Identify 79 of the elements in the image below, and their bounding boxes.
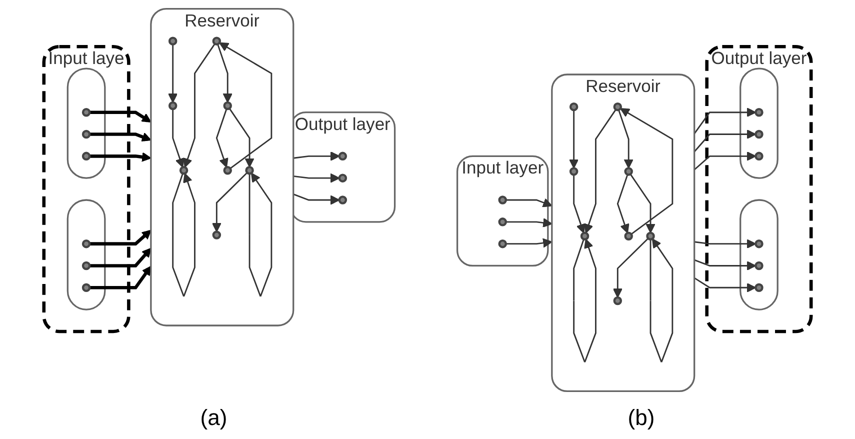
node-circle [754,283,764,292]
node-circle [624,167,633,176]
arrow [694,277,756,292]
arrow [90,152,152,162]
node-circle [754,239,764,248]
node-circle [245,166,254,175]
node-circle [624,232,633,240]
arrow [219,42,272,169]
node-circle [754,130,764,139]
arrow [694,108,756,134]
node-circle [82,283,91,292]
node-circle [498,196,507,204]
node-circle [754,261,764,270]
node-circle [82,261,91,270]
arrow [228,108,254,168]
node-circle [168,36,178,46]
cluster [66,68,106,179]
node-circle [223,101,232,110]
node-circle [179,166,188,175]
node-circle [580,232,590,240]
node-circle [168,101,178,110]
panel-label: (b) [628,405,655,431]
cluster: Reservoir [150,8,294,326]
arrow [90,266,152,290]
arrow [90,132,152,142]
node-circle [569,102,578,112]
node-circle [82,130,91,139]
node-circle [498,239,507,248]
arrow [584,109,616,234]
arrow [612,238,649,298]
node-circle [82,108,91,117]
arrow [183,43,216,168]
node-circle [569,167,578,176]
node-circle [223,166,232,175]
panel-label: (a) [200,405,228,431]
arrow [506,238,552,248]
arrow [630,174,656,234]
arrow [694,129,756,152]
cluster: Input laye [42,44,130,334]
node-circle [646,232,655,240]
arrow [506,198,552,208]
node-circle [82,239,91,248]
node-circle [338,196,348,204]
node-circle [338,152,348,161]
node-circle [338,174,348,182]
arrow [293,173,340,183]
node-circle [212,36,222,46]
cluster: Output layer [705,44,813,334]
cluster [740,68,778,179]
node-circle [498,218,507,226]
cluster [66,199,106,310]
arrow [90,110,152,122]
arrow [506,218,552,228]
cluster [740,199,778,310]
arrow [694,239,756,249]
node-circle [212,230,222,240]
arrow [172,109,185,168]
node-circle [613,102,622,112]
cluster: Reservoir [551,74,696,392]
arrow [569,110,579,169]
arrow [90,248,152,268]
arrow [618,110,634,169]
arrow [212,172,248,232]
arrow [620,108,674,235]
arrow [694,259,756,271]
node-circle [754,108,764,117]
node-circle [613,296,622,306]
arrow [217,44,232,103]
arrow [168,44,178,103]
arrow [573,174,586,234]
arrow [293,151,340,161]
arrow [694,151,756,170]
cluster: Input layer [456,155,549,267]
arrow [216,108,228,168]
arrow [90,230,152,246]
node-circle [82,152,91,161]
node-circle [754,152,764,161]
arrow [293,194,340,205]
arrow [616,174,630,234]
